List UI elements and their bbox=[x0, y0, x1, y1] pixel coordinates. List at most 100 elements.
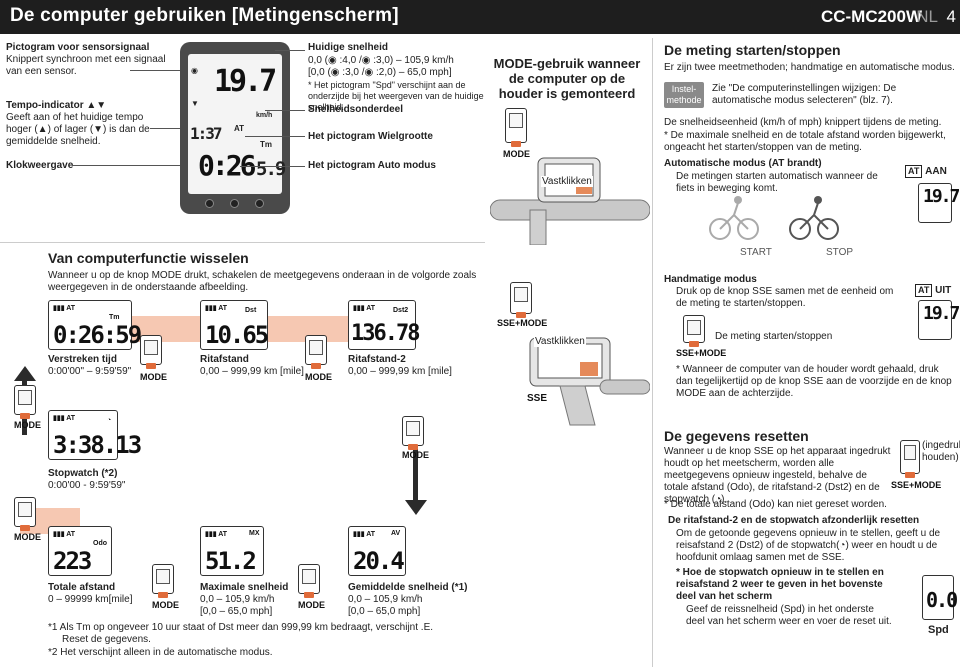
page-title: De computer gebruiken [Metingenscherm] bbox=[10, 5, 399, 26]
reset-sub-text: Om de getoonde gegevens opnieuw in te st… bbox=[676, 528, 941, 563]
device-speed-unit: km/h bbox=[256, 112, 273, 119]
device-screen: ◉ ▼ 19.7 km/h 1:37 AT Tm 0:26 5.9 bbox=[188, 54, 286, 194]
trip-distance-2-lcd: ▮▮▮ AT Dst2 136.78 bbox=[348, 300, 420, 350]
item-trip-range: 0,00 – 999,99 km [mile] bbox=[200, 366, 304, 377]
odo-lcd: ▮▮▮ AT Odo 223 bbox=[48, 526, 112, 576]
start-stop-intro: Er zijn twee meetmethoden; handmatige en… bbox=[664, 62, 955, 73]
item-elapsed-range: 0:00'00" – 9:59'59" bbox=[48, 366, 132, 377]
manual-sse-mode-label: SSE+MODE bbox=[676, 348, 727, 358]
start-stop-p1: De snelheidseenheid (km/h of mph) knippe… bbox=[664, 117, 942, 128]
mode-icon-right bbox=[402, 416, 424, 450]
trip-distance-lcd: ▮▮▮ AT Dst 10.65 bbox=[200, 300, 269, 350]
mode-label-left-1: MODE bbox=[14, 420, 41, 430]
switch-title: Van computerfunctie wisselen bbox=[48, 250, 249, 266]
item-max-name: Maximale snelheid bbox=[200, 582, 289, 593]
tempo-indicator-title: Tempo-indicator ▲▼ bbox=[6, 100, 107, 111]
footnote-1b: Reset de gegevens. bbox=[62, 634, 151, 645]
mode-icon-left-2 bbox=[14, 497, 36, 531]
manual-caption: De meting starten/stoppen bbox=[715, 331, 833, 342]
reset-sse-mode-label: SSE+MODE bbox=[891, 480, 942, 490]
mode-icon-4 bbox=[298, 564, 320, 598]
sse-mode-device-icon bbox=[510, 282, 532, 318]
auto-mode-icon-title: Het pictogram Auto modus bbox=[308, 160, 436, 171]
manual-note: * Wanneer de computer van de houder word… bbox=[676, 364, 952, 399]
max-speed-lcd: ▮▮▮ AT MX 51.2 bbox=[200, 526, 264, 576]
mount-illustration-bottom bbox=[529, 337, 650, 426]
cyclists-illustration bbox=[709, 196, 839, 240]
sensor-signal-icon: ◉ bbox=[191, 66, 198, 75]
item-max-range: 0,0 – 105,9 km/h bbox=[200, 594, 275, 605]
uit-label: UIT bbox=[935, 285, 952, 296]
mode-label-right: MODE bbox=[402, 450, 429, 460]
reset-sse-device-icon bbox=[900, 440, 920, 478]
setting-method-text: Zie "De computerinstellingen wijzigen: D… bbox=[712, 83, 897, 106]
sse-label: SSE bbox=[527, 393, 548, 404]
sensor-icon-title: Pictogram voor sensorsignaal bbox=[6, 42, 150, 53]
speed-unit-title: Snelheidsonderdeel bbox=[308, 104, 404, 115]
item-odo-name: Totale afstand bbox=[48, 582, 116, 593]
model-name: CC-MC200W bbox=[820, 7, 922, 26]
start-label: START bbox=[740, 247, 772, 258]
reset-spd-label: Spd bbox=[928, 624, 949, 636]
current-speed-range-mph: [0,0 (◉ :3,0 /◉ :2,0) – 65,0 mph] bbox=[308, 67, 452, 78]
reset-spd-lcd: 0.0 bbox=[922, 575, 958, 620]
device-at-icon: AT bbox=[234, 124, 245, 133]
at-icon-off: AT bbox=[915, 284, 933, 297]
item-avg-range-mph: [0,0 – 65,0 mph] bbox=[348, 606, 421, 617]
footnote-2: *2 Het verschijnt alleen in de automatis… bbox=[48, 647, 273, 658]
item-trip-name: Ritafstand bbox=[200, 354, 249, 365]
auto-mode-heading: Automatische modus (AT brandt) bbox=[664, 158, 822, 169]
mount-illustration-top bbox=[490, 157, 650, 245]
auto-mode-text: De metingen starten automatisch wanneer … bbox=[676, 171, 878, 194]
stopwatch-lcd: ▮▮▮ AT ◔ 3:38.13 bbox=[48, 410, 142, 460]
page-number: 4 bbox=[946, 7, 956, 26]
language-code: NL bbox=[916, 7, 938, 26]
reset-note: * De totale afstand (Odo) kan niet geres… bbox=[664, 499, 887, 510]
wheel-size-icon-title: Het pictogram Wielgrootte bbox=[308, 131, 433, 142]
clock-display-title: Klokweergave bbox=[6, 160, 74, 171]
current-speed-title: Huidige snelheid bbox=[308, 42, 389, 53]
vastklikken-label-bottom: Vastklikken bbox=[534, 336, 586, 347]
avg-speed-lcd: ▮▮▮ AT AV 20.4 bbox=[348, 526, 406, 576]
aan-label: AAN bbox=[925, 166, 947, 177]
item-stopwatch-range: 0:00'00 - 9:59'59" bbox=[48, 480, 126, 491]
manual-mode-lcd: 19.7 bbox=[918, 300, 960, 340]
device-elapsed-value: 0:26 bbox=[198, 149, 256, 182]
mode-icon-3 bbox=[152, 564, 174, 598]
tempo-indicator-text: Geeft aan of het huidige tempo hoger (▲)… bbox=[6, 112, 150, 147]
elapsed-time-lcd: ▮▮▮ AT Tm 0:26:59 bbox=[48, 300, 142, 350]
current-speed-range: 0,0 (◉ :4,0 /◉ :3,0) – 105,9 km/h bbox=[308, 55, 454, 66]
hold-label: (ingedrukt houden) bbox=[922, 440, 960, 463]
setting-method-tag: Instel- methode bbox=[664, 82, 704, 108]
mode-icon-left-1 bbox=[14, 385, 36, 419]
start-stop-p2: * De maximale snelheid en de totale afst… bbox=[664, 130, 946, 153]
mode-label-4: MODE bbox=[298, 600, 325, 610]
switch-intro: Wanneer u op de knop MODE drukt, schakel… bbox=[48, 270, 477, 293]
manual-sse-device-icon bbox=[683, 315, 705, 347]
tempo-down-icon: ▼ bbox=[191, 99, 199, 108]
mode-label-2: MODE bbox=[305, 372, 332, 382]
current-speed-note: * Het pictogram "Spd" verschijnt aan de … bbox=[308, 80, 484, 112]
item-avg-name: Gemiddelde snelheid (*1) bbox=[348, 582, 468, 593]
mode-icon-1 bbox=[140, 335, 162, 369]
device-button-mid[interactable] bbox=[230, 199, 239, 208]
item-max-range-mph: [0,0 – 65,0 mph] bbox=[200, 606, 273, 617]
mode-label-left-2: MODE bbox=[14, 532, 41, 542]
sse-mode-label: SSE+MODE bbox=[497, 318, 548, 328]
sensor-icon-text: Knippert synchroon met een signaal van e… bbox=[6, 54, 166, 77]
device-tm-label: Tm bbox=[260, 140, 272, 149]
reset-title: De gegevens resetten bbox=[664, 428, 809, 444]
page-header: De computer gebruiken [Metingenscherm] C… bbox=[0, 0, 960, 34]
reset-sub-title: De ritafstand-2 en de stopwatch afzonder… bbox=[668, 515, 920, 526]
mode-device-icon bbox=[505, 108, 527, 147]
at-icon: AT bbox=[905, 165, 923, 178]
start-stop-title: De meting starten/stoppen bbox=[664, 42, 841, 58]
device-button-right[interactable] bbox=[255, 199, 264, 208]
reset-tip-text: Geef de reissnelheid (Spd) in het onders… bbox=[686, 604, 892, 627]
item-odo-range: 0 – 99999 km[mile] bbox=[48, 594, 133, 605]
device-small-value: 5.9 bbox=[256, 158, 286, 180]
reset-p1: Wanneer u de knop SSE op het apparaat in… bbox=[664, 446, 891, 505]
manual-mode-heading: Handmatige modus bbox=[664, 274, 757, 285]
device-button-left[interactable] bbox=[205, 199, 214, 208]
item-trip2-name: Ritafstand-2 bbox=[348, 354, 406, 365]
